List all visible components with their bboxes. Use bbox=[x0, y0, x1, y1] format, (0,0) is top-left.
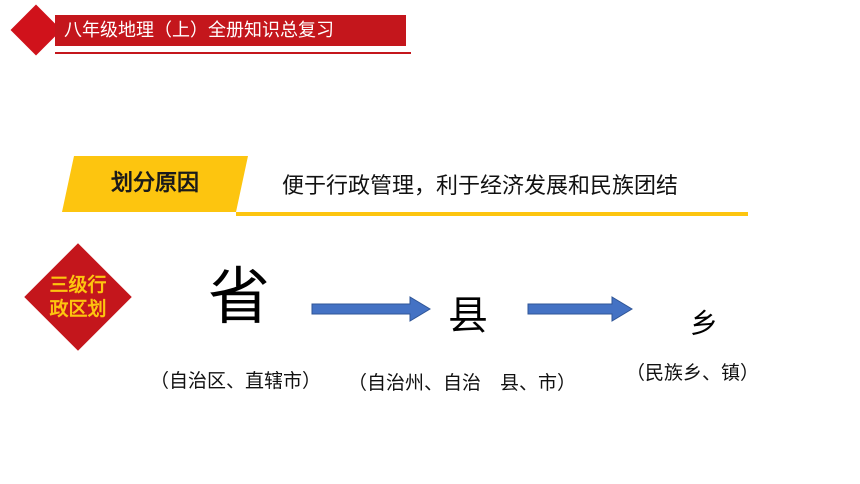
level-county: 县 bbox=[448, 293, 488, 339]
level-county-note: （自治州、自治 县、市） bbox=[348, 372, 577, 394]
arrow-right-icon bbox=[311, 296, 431, 322]
level-province: 省 bbox=[208, 260, 271, 333]
reason-text: 便于行政管理，利于经济发展和民族团结 bbox=[282, 174, 679, 199]
level-township-note: （民族乡、镇） bbox=[626, 362, 760, 384]
header-bar bbox=[55, 15, 406, 46]
reason-underline bbox=[236, 212, 748, 216]
reason-tag-background bbox=[62, 156, 248, 212]
levels-label-line1: 三级行 bbox=[49, 274, 107, 296]
reason-tag-label: 划分原因 bbox=[110, 171, 199, 196]
header-diamond-icon bbox=[10, 4, 62, 56]
header-underline bbox=[55, 52, 411, 54]
levels-diamond-icon bbox=[24, 243, 132, 351]
levels-label-line2: 政区划 bbox=[49, 298, 107, 320]
level-province-note: （自治区、直辖市） bbox=[150, 370, 322, 392]
level-township: 乡 bbox=[690, 307, 719, 340]
arrow-right-icon bbox=[527, 296, 633, 322]
page-title: 八年级地理（上）全册知识总复习 bbox=[64, 20, 334, 41]
